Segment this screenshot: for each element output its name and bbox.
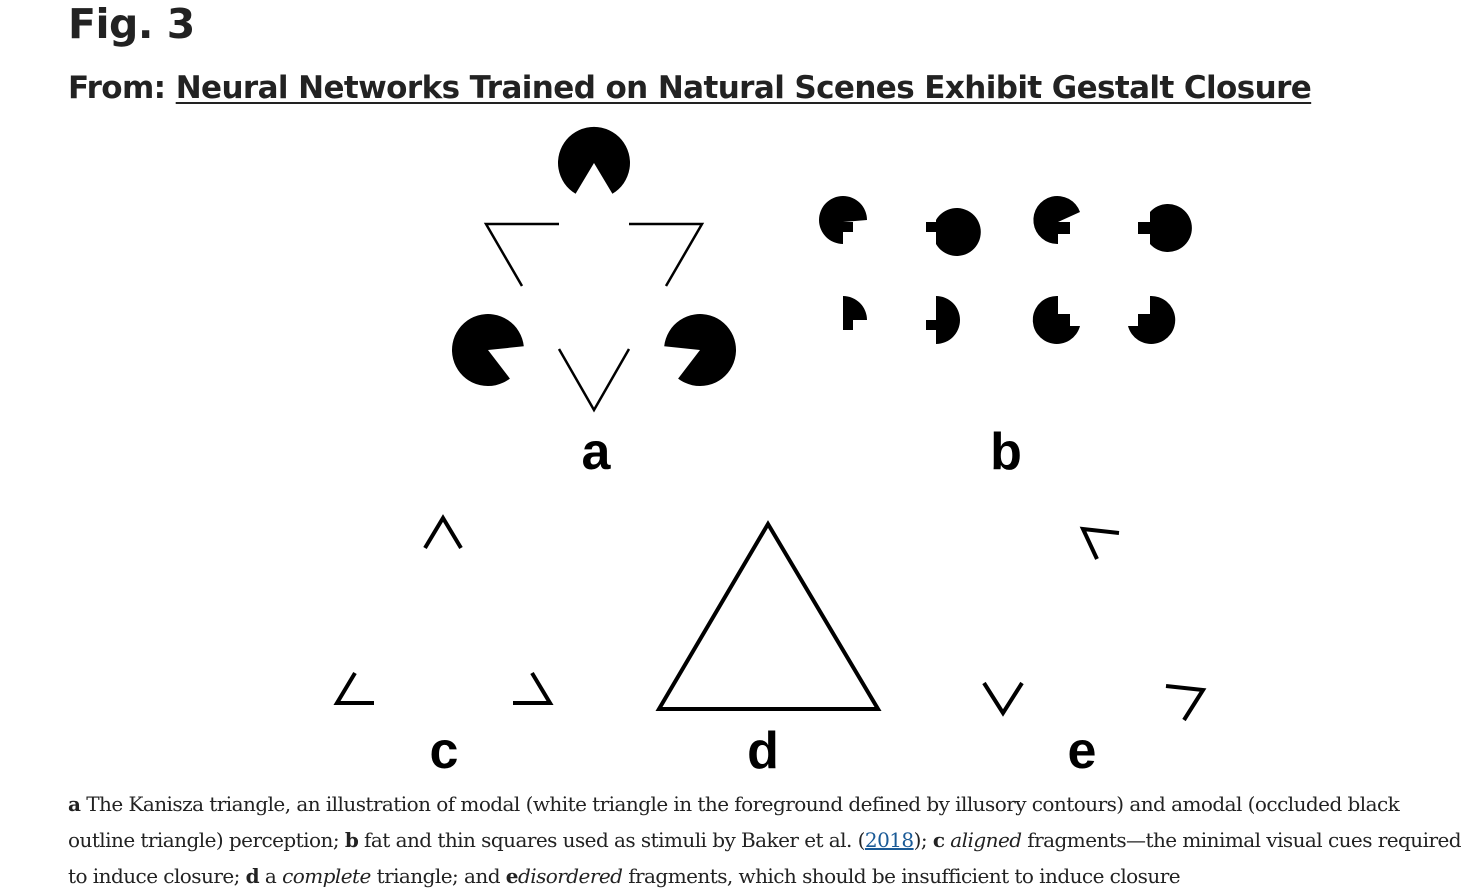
fragment-e-right (1165, 684, 1207, 722)
triangle-d (655, 520, 882, 711)
caption-label-b: b (344, 828, 359, 852)
caption-italic-c: aligned (950, 828, 1022, 852)
article-title-link[interactable]: Neural Networks Trained on Natural Scene… (175, 70, 1312, 106)
pacman-top (558, 126, 630, 194)
panel-label-e: e (1068, 722, 1097, 775)
reference-link-2018[interactable]: 2018 (864, 828, 914, 852)
inducer-b2 (926, 207, 981, 256)
panel-label-b: b (990, 423, 1022, 481)
caption-text-e: fragments, which should be insufficient … (622, 864, 1180, 888)
inducer-b1 (819, 196, 867, 244)
caption-label-d: d (245, 864, 260, 888)
caption-text-a: The Kanisza triangle, an illustration of… (68, 792, 1400, 852)
outline-right-corner (629, 222, 705, 287)
inducer-b7 (1032, 295, 1080, 344)
inducer-b4 (926, 296, 960, 344)
caption-label-c: c (932, 828, 945, 852)
panel-d-complete-triangle: d (655, 520, 882, 775)
fragment-c-top (423, 514, 463, 550)
inducer-b8 (1128, 295, 1176, 344)
panel-b-squares: b (819, 196, 1192, 481)
inducer-b6 (1138, 204, 1192, 253)
panel-a-kanizsa-triangle: a (451, 126, 737, 481)
pacman-right (664, 314, 737, 387)
figure-title: Fig. 3 (68, 0, 195, 48)
source-line: From: Neural Networks Trained on Natural… (68, 68, 1312, 108)
outline-left-corner (483, 222, 559, 287)
caption-label-e: e (505, 864, 519, 888)
panel-c-aligned-fragments (333, 514, 554, 705)
inducer-b3 (843, 296, 867, 330)
figure-image: a b c d e (333, 126, 1207, 775)
caption-text-c: fragments—the minimal visual cues requir… (68, 828, 1462, 888)
outline-bottom-corner (557, 348, 631, 413)
panel-e-disordered-fragments (982, 526, 1207, 722)
fragment-c-right (513, 671, 554, 705)
caption-text-b-end: ); (913, 828, 933, 852)
caption-label-a: a (68, 792, 81, 816)
figure-caption: a The Kanisza triangle, an illustration … (68, 786, 1468, 894)
caption-text-b: fat and thin squares used as stimuli by … (358, 828, 865, 852)
from-label: From: (68, 70, 166, 106)
pacman-left (451, 314, 524, 387)
inducer-b5 (1033, 196, 1080, 245)
fragment-e-top (1079, 526, 1120, 560)
caption-text-d: triangle; and (370, 864, 506, 888)
fragment-c-left (333, 671, 374, 705)
fragment-e-left (982, 681, 1024, 717)
panel-label-d: d (747, 722, 779, 775)
panel-label-c: c (430, 722, 459, 775)
caption-italic-e: disordered (517, 864, 623, 888)
caption-text-d-pre: a (259, 864, 283, 888)
panel-label-a: a (582, 423, 612, 481)
caption-italic-d: complete (282, 864, 371, 888)
